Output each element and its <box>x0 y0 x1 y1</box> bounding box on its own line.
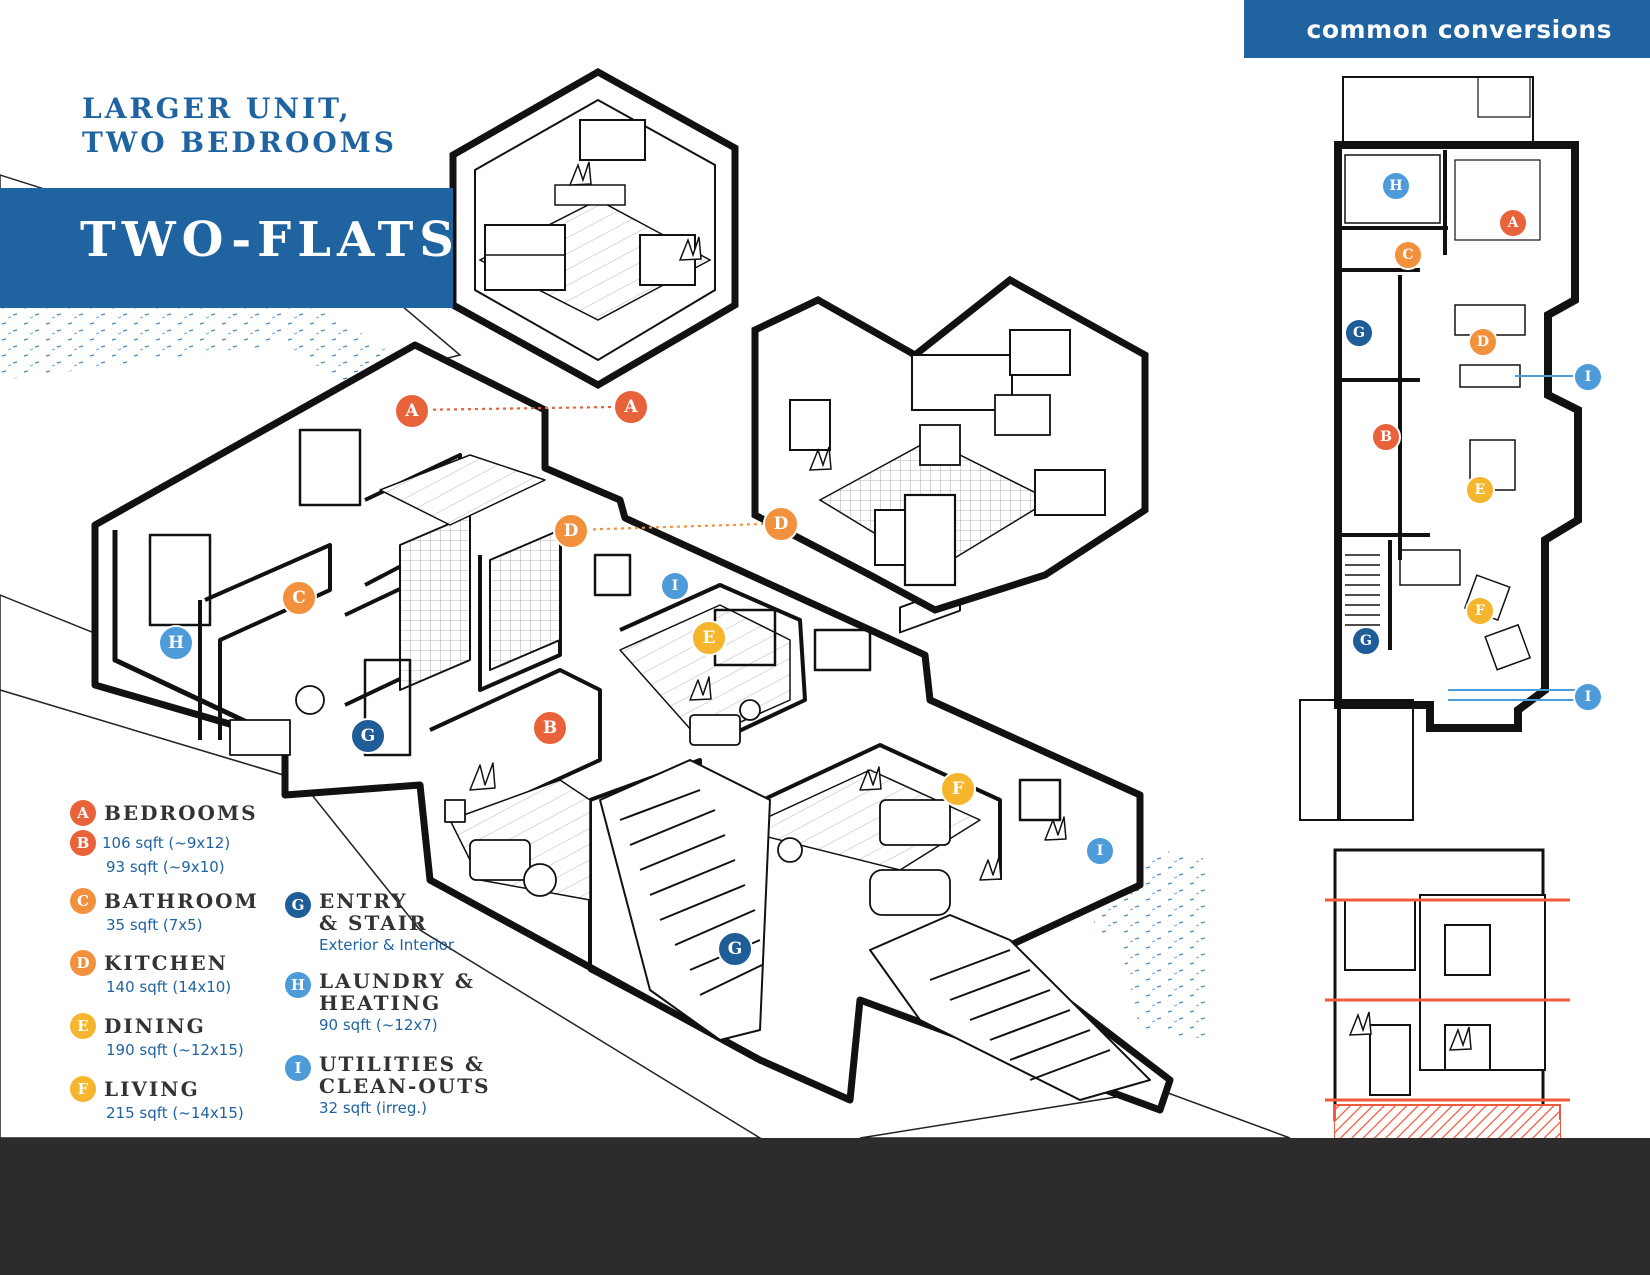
legend-label-utilities: UTILITIES & CLEAN-OUTS <box>319 1052 491 1098</box>
legend-badge-a: A <box>70 800 96 826</box>
legend-badge-d: D <box>70 950 96 976</box>
callout-connectors <box>411 405 613 412</box>
legend-detail-b-1: 106 sqft (~9x12) <box>102 834 231 852</box>
legend-kitchen: D KITCHEN 140 sqft (14x10) <box>70 950 231 998</box>
legend-detail-e: 190 sqft (~12x15) <box>106 1041 244 1059</box>
legend-label-entry: ENTRY & STAIR <box>319 889 428 935</box>
marker-f-living: F <box>940 771 976 807</box>
legend-badge-c: C <box>70 888 96 914</box>
marker-e-dining: E <box>691 620 727 656</box>
plan-marker-e: E <box>1465 475 1495 505</box>
cutaway-building <box>91 341 1174 1114</box>
legend-badge-i: I <box>285 1055 311 1081</box>
legend-bedrooms: A BEDROOMS B 106 sqft (~9x12) 93 sqft (~… <box>70 800 258 878</box>
legend-living: F LIVING 215 sqft (~14x15) <box>70 1076 244 1124</box>
legend-detail-b-2: 93 sqft (~9x10) <box>106 858 225 876</box>
subtitle-line-1: LARGER UNIT, <box>82 92 352 125</box>
floor-plan <box>1299 76 1585 821</box>
legend-badge-e: E <box>70 1013 96 1039</box>
subtitle: LARGER UNIT, TWO BEDROOMS <box>82 92 397 160</box>
plan-marker-f: F <box>1465 596 1495 626</box>
plan-marker-c: C <box>1393 240 1423 270</box>
legend-badge-b: B <box>70 830 96 856</box>
legend-detail-f: 215 sqft (~14x15) <box>106 1104 244 1122</box>
legend-laundry: H LAUNDRY & HEATING 90 sqft (~12x7) <box>285 970 475 1036</box>
legend-detail-d: 140 sqft (14x10) <box>106 978 232 996</box>
marker-c-bathroom: C <box>281 580 317 616</box>
legend-badge-h: H <box>285 972 311 998</box>
legend-entry: G ENTRY & STAIR Exterior & Interior <box>285 890 454 956</box>
legend-label-bedrooms: BEDROOMS <box>104 801 258 825</box>
title-band <box>0 188 453 308</box>
plan-marker-g: G <box>1344 318 1374 348</box>
marker-a-bedroom-cutaway: A <box>613 389 649 425</box>
plan-marker-h: H <box>1381 171 1411 201</box>
marker-i-utilities-2: I <box>1085 836 1115 866</box>
page-title: TWO-FLATS <box>80 212 460 268</box>
legend-detail-i: 32 sqft (irreg.) <box>319 1099 427 1117</box>
legend-detail-h: 90 sqft (~12x7) <box>319 1016 438 1034</box>
marker-i-utilities: I <box>660 571 690 601</box>
legend-bathroom: C BATHROOM 35 sqft (7x5) <box>70 888 259 936</box>
marker-h-laundry: H <box>158 625 194 661</box>
bedroom-cutaway <box>449 67 739 390</box>
plan-marker-g-2: G <box>1351 626 1381 656</box>
kitchen-cutaway <box>751 275 1149 614</box>
marker-g-entry: G <box>350 718 386 754</box>
plan-marker-i: I <box>1573 362 1603 392</box>
marker-d-kitchen-cutaway: D <box>763 506 799 542</box>
legend-label-kitchen: KITCHEN <box>104 951 228 975</box>
legend-dining: E DINING 190 sqft (~12x15) <box>70 1013 244 1061</box>
legend-label-bathroom: BATHROOM <box>104 889 259 913</box>
plan-marker-a: A <box>1498 208 1528 238</box>
legend-badge-g: G <box>285 892 311 918</box>
legend-label-dining: DINING <box>104 1014 206 1038</box>
marker-b-bedroom: B <box>532 710 568 746</box>
legend-detail-c: 35 sqft (7x5) <box>106 916 203 934</box>
legend-detail-g: Exterior & Interior <box>319 936 455 954</box>
street-ground <box>0 1138 1650 1275</box>
marker-a-bedroom: A <box>394 393 430 429</box>
plan-marker-d: D <box>1468 327 1498 357</box>
legend-badge-f: F <box>70 1076 96 1102</box>
legend-label-living: LIVING <box>104 1077 200 1101</box>
plan-marker-b: B <box>1371 422 1401 452</box>
plan-marker-i-2: I <box>1573 682 1603 712</box>
legend-label-laundry: LAUNDRY & HEATING <box>319 969 475 1015</box>
marker-d-kitchen: D <box>553 513 589 549</box>
subtitle-line-2: TWO BEDROOMS <box>82 126 397 159</box>
marker-g-stair: G <box>717 931 753 967</box>
common-conversions-tab[interactable]: common conversions <box>1244 0 1650 58</box>
legend-utilities: I UTILITIES & CLEAN-OUTS 32 sqft (irreg.… <box>285 1053 491 1119</box>
